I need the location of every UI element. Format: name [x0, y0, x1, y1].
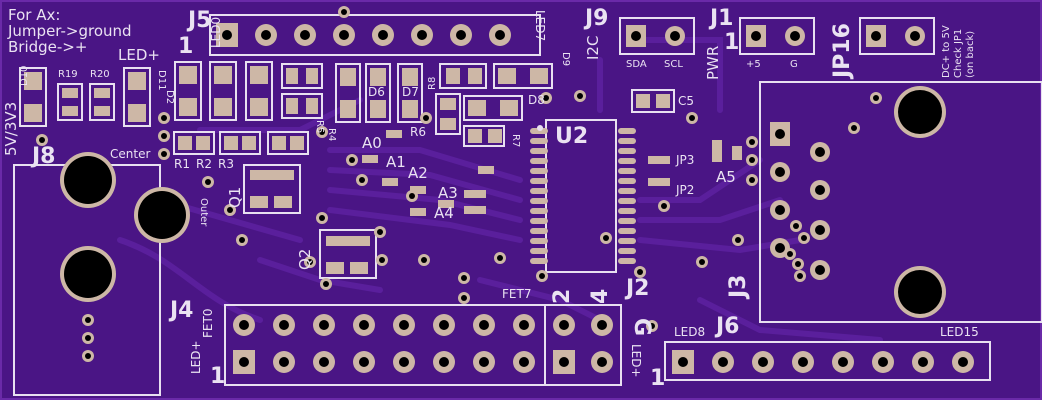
label-5v-3v3: 5V/3V3 — [2, 101, 20, 156]
label-dc-note-1: DC+ to 5V — [941, 25, 952, 78]
label-fet7: FET7 — [502, 287, 532, 301]
note-line-3: Bridge->+ — [8, 38, 88, 56]
j4-header — [224, 304, 546, 386]
label-led-plus-top: LED+ — [118, 46, 160, 64]
label-d9: D9 — [560, 52, 571, 67]
label-r7: R7 — [510, 134, 521, 148]
label-sda: SDA — [626, 59, 647, 70]
label-led8: LED8 — [674, 325, 706, 339]
j9-header — [619, 17, 695, 55]
label-r4: R4 — [326, 128, 337, 142]
label-a4: A4 — [434, 204, 454, 222]
label-led-plus-j2: LED+ — [629, 344, 643, 378]
label-d7: D7 — [402, 85, 419, 99]
label-fet0: FET0 — [201, 308, 215, 338]
label-four: 4 — [588, 288, 613, 304]
label-d11: D11 — [156, 70, 167, 91]
label-a2: A2 — [408, 164, 428, 182]
label-r5: R5 — [314, 120, 325, 134]
label-r3: R3 — [218, 157, 234, 171]
label-dc-note-3: (on back) — [965, 30, 976, 78]
j2-header — [544, 304, 622, 386]
label-j8: J8 — [32, 144, 56, 169]
label-a1: A1 — [386, 153, 406, 171]
label-j4: J4 — [170, 298, 194, 323]
label-c5: C5 — [678, 94, 695, 108]
j1-header — [739, 17, 815, 55]
copper-traces — [117, 37, 883, 343]
j3-rj45-jack — [759, 81, 1042, 323]
j6-header — [664, 341, 991, 381]
label-scl: SCL — [664, 59, 683, 70]
label-q1: Q1 — [226, 186, 244, 208]
label-jp2: JP2 — [676, 183, 695, 197]
label-pwr: PWR — [704, 45, 722, 80]
label-center: Center — [110, 147, 151, 161]
j8-dc-jack — [13, 152, 190, 396]
label-jp3: JP3 — [676, 153, 695, 167]
vias — [36, 6, 882, 332]
j5-header — [209, 14, 541, 56]
label-j6: J6 — [716, 314, 740, 339]
label-one-j4: 1 — [210, 364, 226, 389]
label-d6: D6 — [368, 85, 385, 99]
label-j2: J2 — [626, 276, 650, 301]
label-g-j2: G — [629, 318, 654, 337]
label-led15: LED15 — [940, 325, 979, 339]
label-r8: R8 — [427, 76, 438, 90]
jp16-header — [859, 17, 935, 55]
label-two: 2 — [550, 288, 575, 304]
label-j9: J9 — [585, 6, 609, 31]
label-one-j1: 1 — [724, 30, 740, 55]
label-r19: R19 — [58, 69, 78, 80]
label-r1: R1 — [174, 157, 190, 171]
label-outer: Outer — [198, 198, 209, 227]
label-one-j6: 1 — [650, 366, 666, 391]
label-r20: R20 — [90, 69, 110, 80]
u2-ic — [530, 119, 636, 273]
note-line-1: For Ax: — [8, 6, 61, 24]
label-j5: J5 — [188, 8, 212, 33]
label-r6: R6 — [410, 125, 426, 139]
label-g-j1: G — [790, 59, 798, 70]
label-u2: U2 — [555, 124, 589, 149]
label-q2: Q2 — [296, 248, 314, 270]
label-d2: D2 — [164, 90, 175, 105]
label-plus5: +5 — [746, 59, 761, 70]
label-i2c: I2C — [584, 35, 602, 60]
label-d10: D10 — [19, 65, 30, 86]
smd-components — [19, 61, 742, 279]
label-led0: LED0 — [209, 16, 223, 48]
label-d8: D8 — [528, 93, 545, 107]
label-a5: A5 — [716, 168, 736, 186]
label-dc-note-2: Check JP1 — [953, 28, 964, 78]
label-led7: LED7 — [533, 10, 547, 42]
label-r2: R2 — [196, 157, 212, 171]
note-line-2: Jumper->ground — [8, 22, 132, 40]
label-one-j5: 1 — [178, 34, 194, 59]
label-a3: A3 — [438, 184, 458, 202]
label-j1: J1 — [710, 6, 734, 31]
label-led-plus-j4: LED+ — [189, 340, 203, 374]
label-jp16: JP16 — [830, 23, 855, 78]
label-a0: A0 — [362, 134, 382, 152]
label-j3: J3 — [726, 274, 751, 299]
